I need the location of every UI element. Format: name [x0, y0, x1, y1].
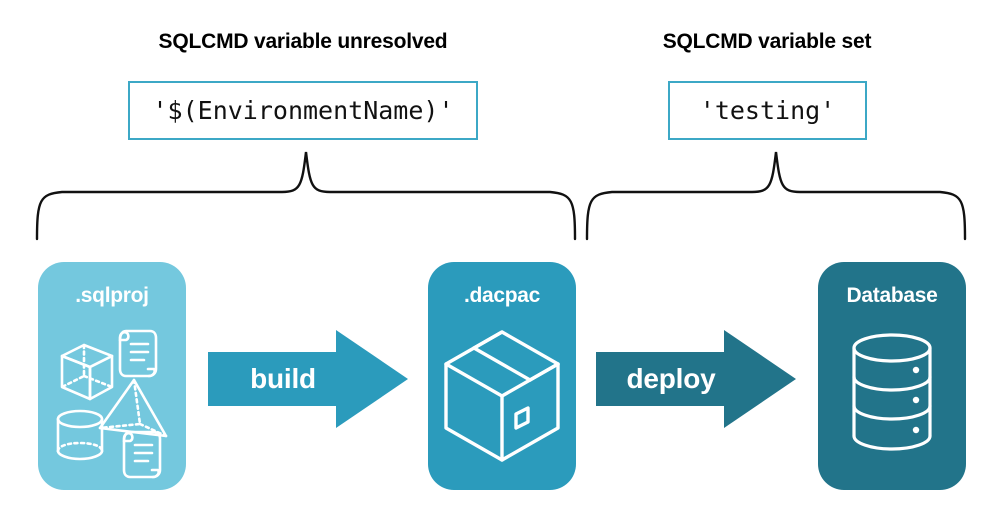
cylinder-icon — [56, 409, 104, 461]
sqlcmd-variable-set-value: 'testing' — [699, 96, 836, 125]
sqlcmd-variable-set-box: 'testing' — [668, 81, 867, 140]
arrow-deploy: deploy — [596, 330, 796, 428]
arrow-build: build — [208, 330, 408, 428]
stage-card-sqlproj-title: .sqlproj — [75, 284, 149, 307]
arrow-build-icon — [208, 330, 408, 428]
database-cylinder-icon — [852, 333, 932, 451]
scroll-icon — [122, 430, 162, 479]
brace-right-icon — [585, 151, 967, 241]
dacpac-artwork — [444, 330, 560, 462]
annotation-heading-left: SQLCMD variable unresolved — [158, 30, 448, 53]
sqlcmd-variable-unresolved-box: '$(EnvironmentName)' — [128, 81, 478, 140]
brace-left-icon — [35, 151, 577, 241]
package-box-icon — [444, 330, 560, 462]
stage-card-dacpac[interactable]: .dacpac — [428, 262, 576, 490]
cube-icon — [60, 343, 114, 401]
sqlproj-artwork — [56, 329, 168, 479]
annotation-heading-right: SQLCMD variable set — [662, 30, 872, 53]
stage-card-database[interactable]: Database — [818, 262, 966, 490]
stage-card-dacpac-title: .dacpac — [463, 284, 541, 307]
scroll-icon — [118, 329, 158, 378]
arrow-deploy-icon — [596, 330, 796, 428]
stage-card-sqlproj[interactable]: .sqlproj — [38, 262, 186, 490]
stage-card-database-title: Database — [846, 284, 938, 307]
sqlcmd-variable-unresolved-value: '$(EnvironmentName)' — [152, 96, 454, 125]
database-artwork — [852, 333, 932, 451]
